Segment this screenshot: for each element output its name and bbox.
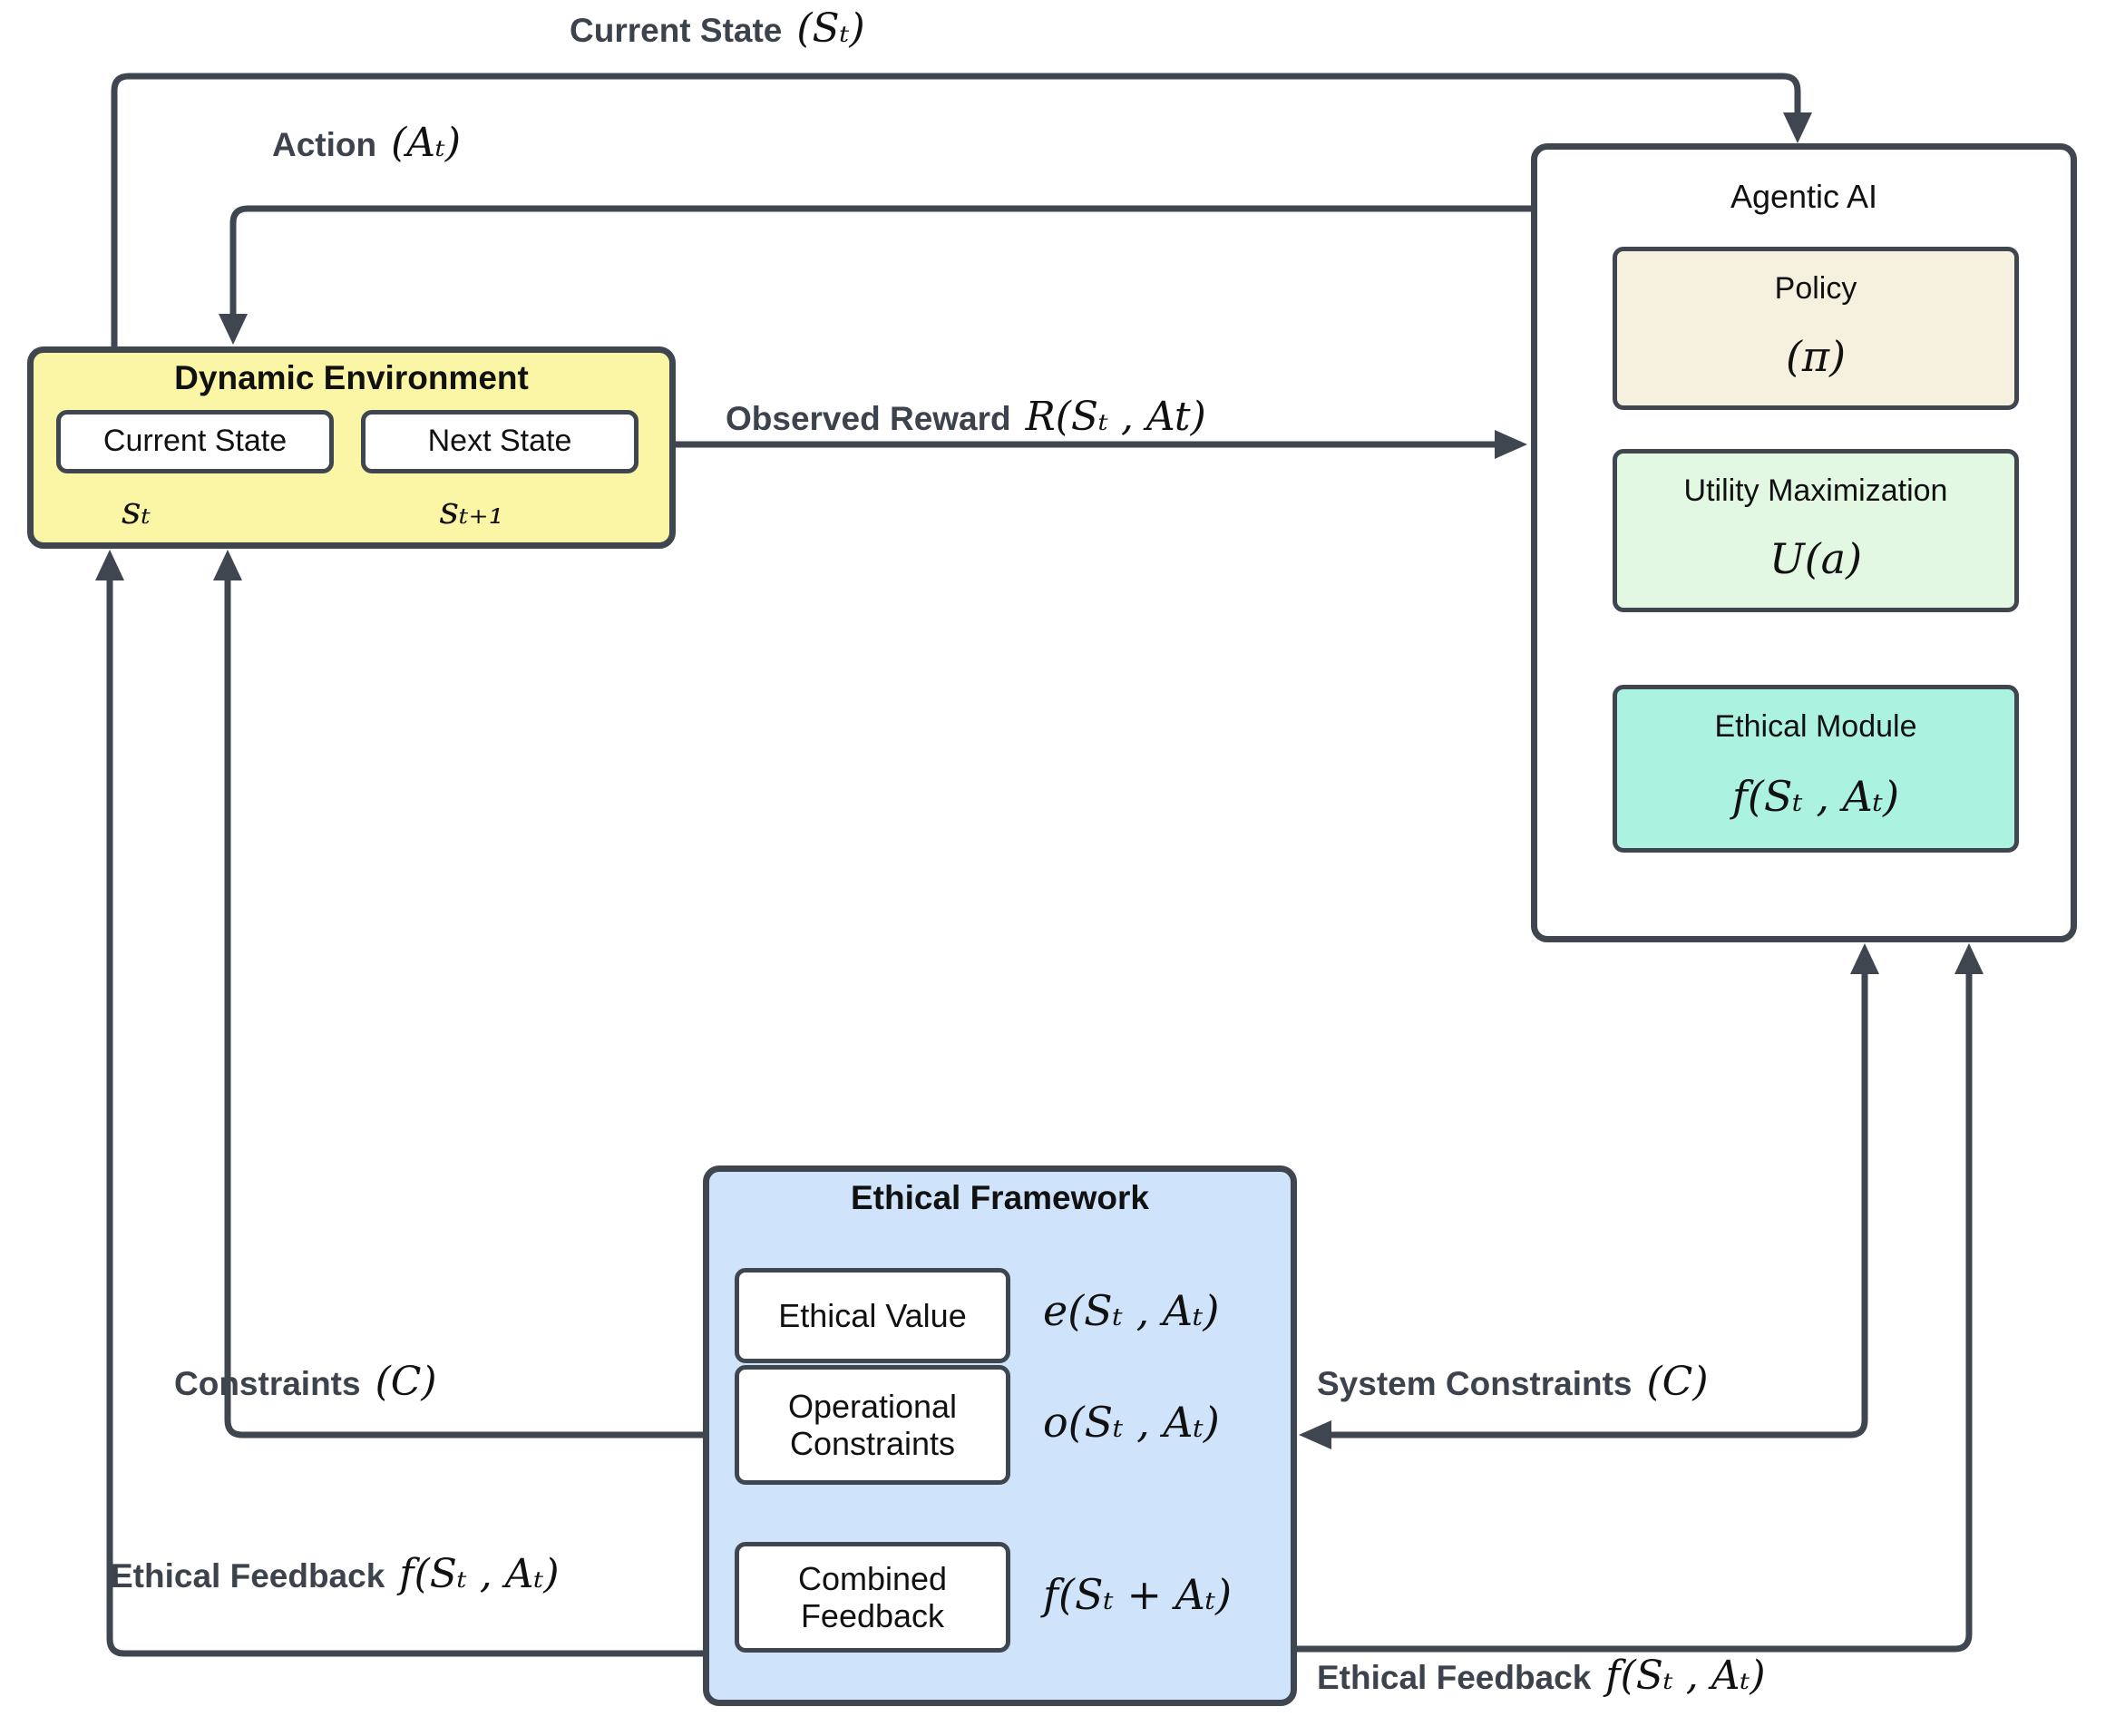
combined-feedback-box: Combined Feedback	[735, 1542, 1010, 1653]
ethical-value-math: e(Sₜ , Aₜ)	[1043, 1286, 1220, 1335]
utility-maximization-box: Utility Maximization U(a)	[1613, 449, 2019, 612]
observed-reward-edge-label: Observed Reward R(Sₜ , At)	[726, 394, 1206, 440]
arrowhead-system-constraints-up	[1850, 943, 1879, 974]
arrowhead-ethical-feedback-left	[95, 550, 124, 580]
next-state-math: sₜ₊₁	[439, 488, 504, 532]
policy-box: Policy (π)	[1613, 247, 2019, 410]
current-state-box: Current State	[56, 410, 334, 473]
ethical-feedback-right-edge-math: f(Sₜ , Aₜ)	[1605, 1653, 1766, 1699]
ethical-module-math: f(Sₜ , Aₜ)	[1731, 772, 1900, 821]
policy-title: Policy	[1774, 271, 1857, 306]
ethical-feedback-left-edge-text: Ethical Feedback	[111, 1557, 385, 1595]
system-constraints-edge-text: System Constraints	[1317, 1365, 1633, 1402]
arrowhead-current-state	[1783, 112, 1812, 143]
ethical-framework-title: Ethical Framework	[850, 1179, 1149, 1216]
edge-action	[229, 205, 1531, 317]
edge-ethical-feedback-right	[1297, 967, 1973, 1653]
action-edge-text: Action	[272, 126, 377, 163]
arrowhead-system-constraints-left	[1299, 1420, 1331, 1449]
ethical-feedback-left-edge-math: f(Sₜ , Aₜ)	[399, 1551, 560, 1597]
constraints-edge-math: (C)	[375, 1359, 437, 1405]
action-edge-label: Action (Aₜ)	[272, 120, 461, 166]
ethical-module-title: Ethical Module	[1714, 709, 1917, 744]
observed-reward-edge-text: Observed Reward	[726, 400, 1011, 437]
operational-constraints-box: Operational Constraints	[735, 1365, 1010, 1485]
edge-constraints	[224, 577, 706, 1439]
utility-maximization-math: U(a)	[1769, 533, 1863, 583]
ethical-value-box: Ethical Value	[735, 1268, 1010, 1363]
observed-reward-edge-math: R(Sₜ , At)	[1025, 394, 1206, 440]
current-state-math: sₜ	[122, 488, 151, 532]
action-edge-math: (Aₜ)	[391, 120, 462, 166]
arrowhead-ethical-feedback-right	[1954, 943, 1984, 974]
combined-feedback-math: f(Sₜ + Aₜ)	[1043, 1570, 1233, 1619]
operational-constraints-math: o(Sₜ , Aₜ)	[1043, 1398, 1220, 1447]
ethical-feedback-right-edge-text: Ethical Feedback	[1317, 1659, 1592, 1696]
arrowhead-observed-reward	[1495, 430, 1527, 459]
ethical-module-box: Ethical Module f(Sₜ , Aₜ)	[1613, 685, 2019, 853]
arrowhead-action	[219, 314, 248, 345]
agentic-ai-title: Agentic AI	[1730, 178, 1878, 215]
dynamic-environment-title: Dynamic Environment	[174, 359, 529, 396]
constraints-edge-label: Constraints (C)	[174, 1359, 437, 1405]
arrowhead-constraints	[213, 550, 242, 580]
next-state-box: Next State	[361, 410, 638, 473]
ethical-feedback-right-edge-label: Ethical Feedback f(Sₜ , Aₜ)	[1317, 1653, 1766, 1699]
current-state-edge-label: Current State (Sₜ)	[570, 5, 865, 52]
constraints-edge-text: Constraints	[174, 1365, 361, 1402]
current-state-edge-text: Current State	[570, 12, 783, 49]
current-state-edge-math: (Sₜ)	[796, 5, 865, 52]
ethical-feedback-left-edge-label: Ethical Feedback f(Sₜ , Aₜ)	[111, 1551, 560, 1597]
system-constraints-edge-math: (C)	[1646, 1359, 1709, 1405]
system-constraints-edge-label: System Constraints (C)	[1317, 1359, 1709, 1405]
utility-maximization-title: Utility Maximization	[1683, 473, 1948, 508]
edge-ethical-feedback-left	[106, 577, 706, 1657]
policy-math: (π)	[1785, 331, 1847, 381]
